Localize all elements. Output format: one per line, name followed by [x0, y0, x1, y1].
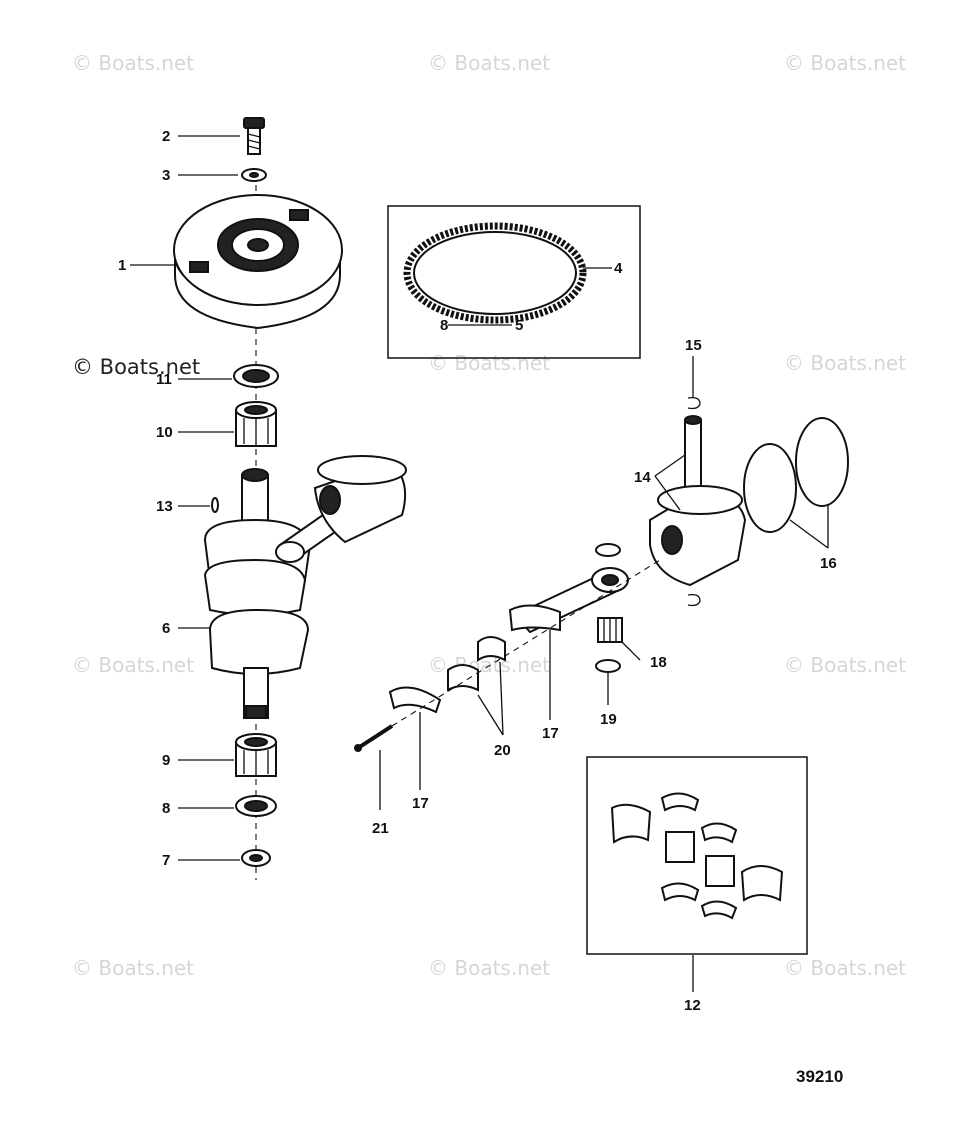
- upper-bearing: [235, 401, 277, 447]
- watermark: © Boats.net: [72, 956, 194, 980]
- callout-labels: 2 3 1 4 8 5 11 10 13 6 9 8 7 15 14 16 17…: [118, 128, 837, 1014]
- callout-9: 9: [162, 752, 170, 769]
- rod-bearing-cage: [447, 636, 506, 692]
- watermark-layer: © Boats.net © Boats.net © Boats.net © Bo…: [72, 51, 906, 980]
- piston-ring: [795, 417, 849, 507]
- watermark: © Boats.net: [784, 51, 906, 75]
- pin-clip-lower: [687, 593, 701, 607]
- rod-cap: [388, 686, 442, 714]
- callout-15: 15: [685, 337, 702, 354]
- flywheel: [173, 194, 343, 330]
- watermark: © Boats.net: [428, 351, 550, 375]
- callout-10: 10: [156, 424, 173, 441]
- callout-20: 20: [494, 742, 511, 759]
- callout-1: 1: [118, 257, 126, 274]
- callout-16: 16: [820, 555, 837, 572]
- watermark: © Boats.net: [784, 956, 906, 980]
- ring-gear: [403, 222, 587, 324]
- callout-12: 12: [684, 997, 701, 1014]
- piston-ring: [743, 443, 797, 533]
- callout-3: 3: [162, 167, 170, 184]
- ring-gear-inset: [387, 205, 641, 359]
- watermark: © Boats.net: [72, 653, 194, 677]
- callout-18: 18: [650, 654, 667, 671]
- piston: [649, 485, 747, 587]
- callout-19: 19: [600, 711, 617, 728]
- watermark: © Boats.net: [784, 351, 906, 375]
- flywheel-bolt: [243, 117, 265, 155]
- rod-washer-upper: [595, 543, 621, 557]
- callout-17-cap: 17: [412, 795, 429, 812]
- watermark: © Boats.net: [784, 653, 906, 677]
- callout-21: 21: [372, 820, 389, 837]
- callout-5: 5: [515, 317, 523, 334]
- figure-number: 39210: [796, 1067, 843, 1086]
- callout-4: 4: [614, 260, 623, 277]
- callout-11: 11: [156, 371, 172, 388]
- watermark: © Boats.net: [72, 355, 200, 379]
- callout-8-inset: 8: [440, 317, 448, 334]
- rod-washer-lower: [595, 659, 621, 673]
- leader-lines: [130, 135, 829, 992]
- wrist-pin-bearing: [597, 617, 623, 643]
- callout-2: 2: [162, 128, 170, 145]
- callout-8: 8: [162, 800, 170, 817]
- pin-clip-upper: [687, 396, 701, 410]
- callout-17-rod: 17: [542, 725, 559, 742]
- crank-clip: [211, 497, 219, 513]
- bearing-kit-parts: [610, 792, 784, 920]
- watermark: © Boats.net: [428, 51, 550, 75]
- assembled-piston: [275, 455, 407, 563]
- crankshaft: [203, 468, 312, 719]
- callout-7: 7: [162, 852, 170, 869]
- callout-14: 14: [634, 469, 651, 486]
- rod-cap-screw: [354, 724, 394, 752]
- watermark: © Boats.net: [72, 51, 194, 75]
- callout-6: 6: [162, 620, 170, 637]
- callout-13: 13: [156, 498, 173, 515]
- lower-bearing: [235, 733, 277, 777]
- rod-axis: [391, 559, 661, 727]
- bearing-kit-inset: [586, 756, 808, 955]
- watermark: © Boats.net: [428, 956, 550, 980]
